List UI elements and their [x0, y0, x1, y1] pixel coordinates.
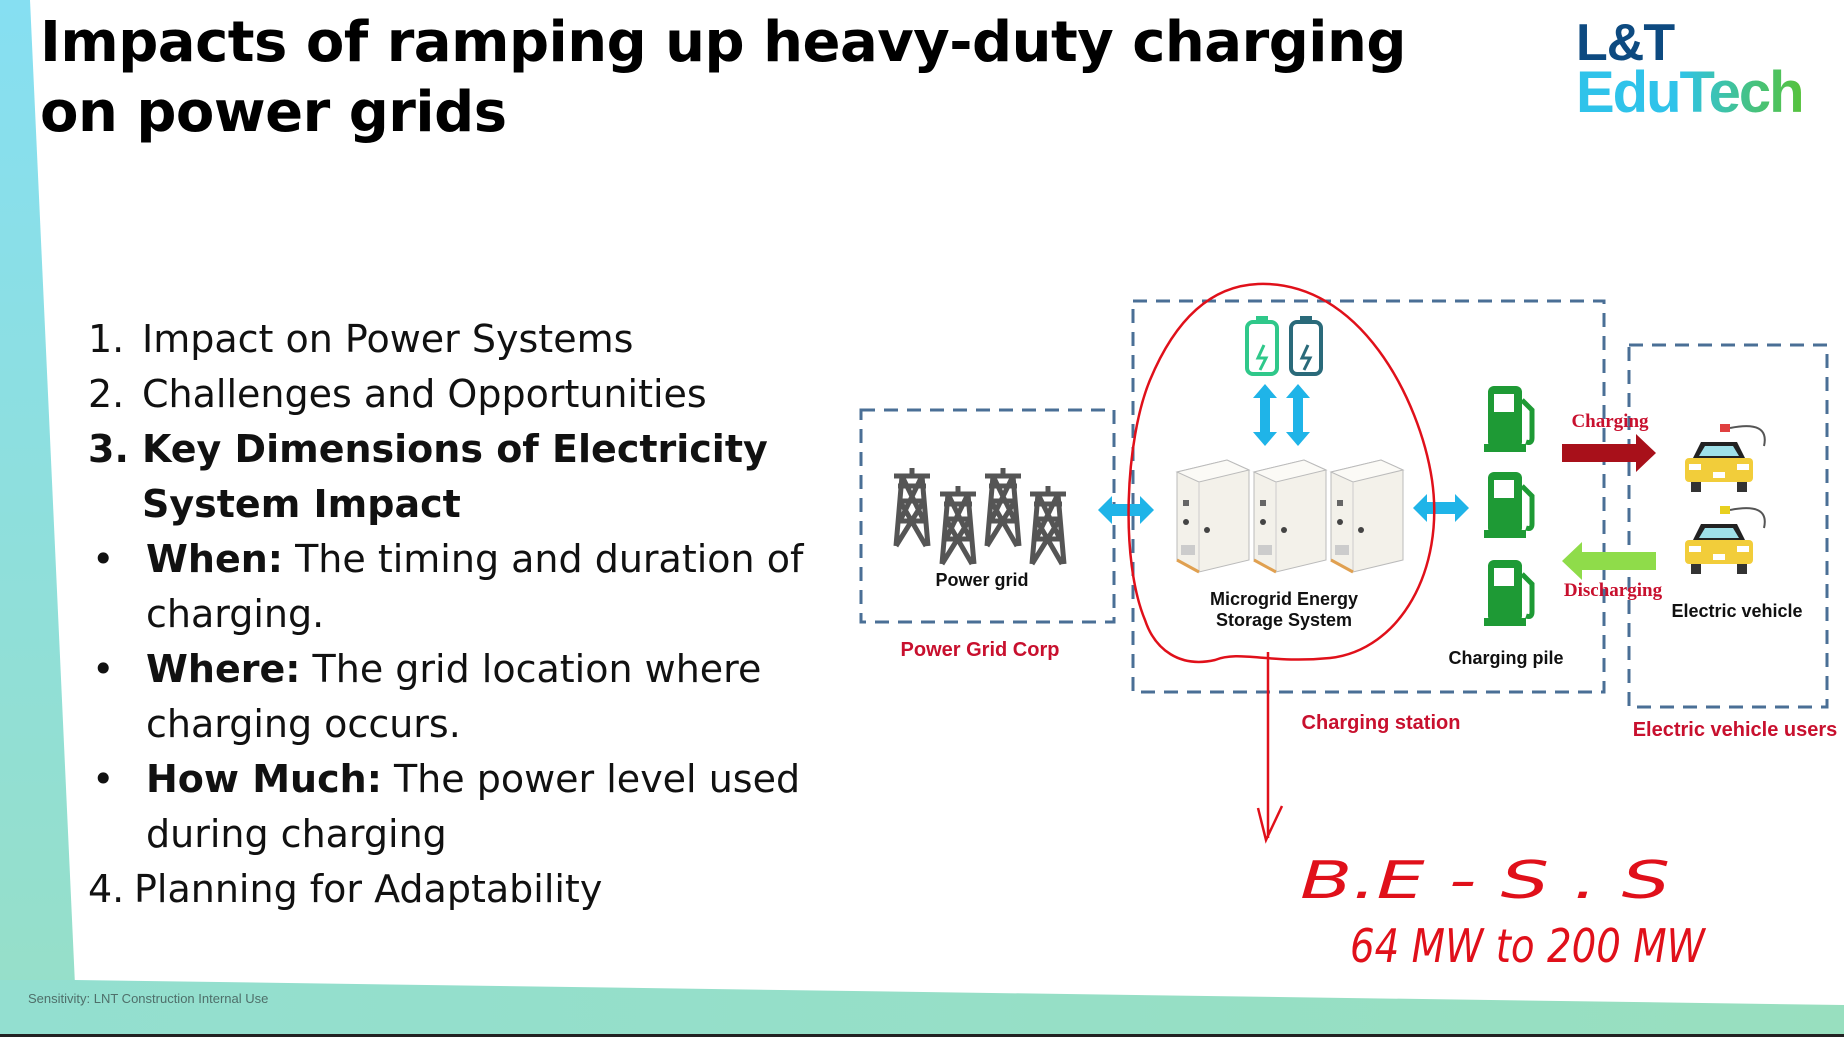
bidirectional-arrow-icon	[1413, 494, 1469, 522]
storage-cabinet-icon	[1175, 458, 1405, 574]
handwritten-circle	[1127, 282, 1436, 664]
list-text: Key Dimensions of Electricity System Imp…	[142, 427, 768, 526]
battery-icon	[1245, 316, 1323, 376]
bullet: •	[92, 757, 115, 801]
sensitivity-footer: Sensitivity: LNT Construction Internal U…	[28, 991, 269, 1006]
list-item: • Where: The grid location where charging…	[88, 642, 868, 752]
handwritten-note-line2: 64 MW to 200 MW	[1350, 919, 1706, 973]
list-text: The power level used during charging	[146, 757, 801, 856]
list-text: The grid location where charging occurs.	[146, 647, 762, 746]
bullet: •	[92, 647, 115, 691]
lt-edutech-logo: L&T EduTech	[1576, 14, 1805, 125]
charging-label: Charging	[1571, 411, 1649, 432]
charging-pile-label: Charging pile	[1448, 648, 1563, 668]
discharging-label: Discharging	[1564, 580, 1663, 601]
topic-list: 1. Impact on Power Systems 2. Challenges a…	[88, 312, 868, 917]
list-marker: 4.	[88, 867, 125, 911]
list-text: Impact on Power Systems	[142, 317, 634, 361]
bullet: •	[92, 537, 115, 581]
power-grid-corp-label: Power Grid Corp	[901, 639, 1060, 661]
microgrid-label-2: Storage System	[1216, 610, 1352, 630]
ev-users-box	[1627, 343, 1829, 709]
bidirectional-arrow-icon	[1098, 496, 1154, 524]
list-text: Planning for Adaptability	[134, 867, 603, 911]
handwritten-note-line1: B.E - S . S	[1300, 851, 1670, 911]
list-item: • When: The timing and duration of chargi…	[88, 532, 868, 642]
list-item: • How Much: The power level used during c…	[88, 752, 868, 862]
bottom-accent-band	[0, 980, 1844, 1037]
list-item: 4.Planning for Adaptability	[88, 862, 868, 917]
handwritten-arrow	[1256, 652, 1284, 844]
list-bold: Where:	[146, 647, 301, 691]
power-grid-label: Power grid	[935, 570, 1028, 590]
list-marker: 2.	[88, 372, 125, 416]
electric-vehicle-label: Electric vehicle	[1671, 601, 1802, 621]
list-marker: 1.	[88, 317, 125, 361]
microgrid-label-1: Microgrid Energy	[1210, 589, 1358, 609]
list-item: 1. Impact on Power Systems	[88, 312, 868, 367]
ev-users-label: Electric vehicle users	[1633, 719, 1838, 741]
electric-car-icon	[1685, 424, 1766, 574]
list-text: Challenges and Opportunities	[142, 372, 707, 416]
logo-line1: L&T	[1576, 14, 1675, 72]
charging-station-label: Charging station	[1302, 712, 1461, 734]
charging-station-box	[1131, 299, 1606, 694]
logo-line2: EduTech	[1576, 60, 1805, 125]
charging-arrow-icon	[1562, 434, 1656, 472]
transmission-tower-icon	[894, 468, 1066, 564]
list-marker: 3.	[88, 427, 129, 471]
left-accent-strip	[0, 0, 75, 985]
vertical-bidirectional-arrow-icon	[1253, 384, 1310, 446]
list-item: 2. Challenges and Opportunities	[88, 367, 868, 422]
charging-pump-icon	[1484, 386, 1532, 626]
list-bold: How Much:	[146, 757, 382, 801]
list-item: 3. Key Dimensions of Electricity System I…	[88, 422, 868, 532]
discharging-arrow-icon	[1562, 542, 1656, 580]
list-bold: When:	[146, 537, 283, 581]
list-text: The timing and duration of charging.	[146, 537, 804, 636]
slide-title: Impacts of ramping up heavy-duty chargin…	[40, 10, 1406, 145]
